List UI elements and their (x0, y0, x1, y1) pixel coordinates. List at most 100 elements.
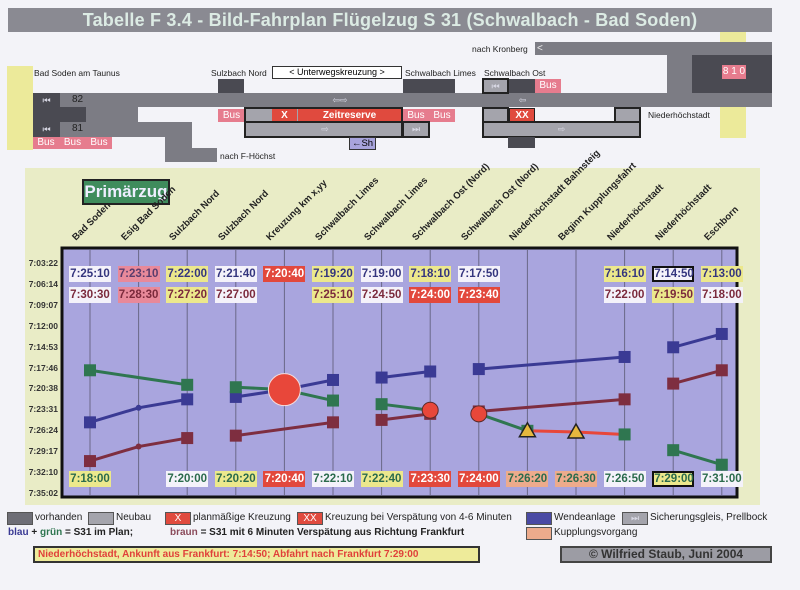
plot-background (60, 246, 739, 499)
data-point-marker (84, 455, 96, 468)
time-label: 7:23:30 (409, 471, 452, 487)
station-label-schwalbach-ost: Schwalbach Ost (484, 68, 546, 78)
time-label: 7:20:40 (263, 266, 306, 282)
y-tick-label: 7:23:31 (28, 404, 58, 415)
y-tick-label: 7:20:38 (28, 383, 58, 394)
platform-bad-soden (33, 107, 86, 122)
bus-stop: Bus (33, 137, 59, 149)
y-tick-label: 7:12:00 (28, 320, 58, 331)
crossing-marker (421, 401, 439, 419)
time-label: 7:19:20 (312, 266, 354, 282)
platform-schwalbach-ost (509, 79, 535, 93)
platform-schwalbach-ost-south (508, 137, 535, 148)
y-tick-label: 7:17:46 (28, 362, 58, 373)
time-label: 7:18:00 (69, 471, 111, 487)
time-label: 7:26:50 (603, 471, 646, 487)
station-label-schwalbach-limes: Schwalbach Limes (405, 68, 476, 78)
bus-stop: Bus (86, 137, 112, 149)
series-line-braun (672, 368, 723, 386)
bus-stop: Bus (403, 109, 429, 122)
time-label: 7:19:50 (652, 287, 695, 303)
bus-stop: Bus (218, 109, 245, 122)
data-point-marker (375, 371, 388, 384)
legend-gruen: grün (39, 527, 63, 538)
data-point-marker (181, 393, 194, 406)
time-label: 7:23:40 (457, 287, 500, 303)
track-hoechst (165, 137, 192, 162)
crossing-x: X (272, 109, 297, 122)
data-point-marker (618, 428, 631, 441)
time-label: 7:22:40 (360, 471, 403, 487)
coupling-marker (566, 422, 586, 439)
legend-delay-text: = S31 mit 6 Minuten Verspätung aus Richt… (200, 527, 465, 538)
crossing-marker (267, 373, 301, 407)
time-label: 7:18:10 (409, 266, 452, 282)
station-label-niederhoechstadt: Niederhöchstadt (648, 110, 710, 120)
y-tick-label: 7:32:10 (28, 467, 58, 478)
track-81 (33, 122, 192, 137)
legend-braun: braun (170, 527, 198, 538)
platform-schwalbach-limes (403, 79, 455, 93)
coupling-marker (518, 421, 537, 438)
y-tick-label: 7:29:17 (28, 446, 58, 457)
data-point-marker (181, 432, 194, 445)
time-label: 7:22:00 (166, 266, 209, 282)
time-label: 7:28:30 (117, 287, 160, 303)
series-line-braun (381, 412, 431, 422)
data-point-marker (375, 413, 388, 426)
legend-vorhanden: vorhanden (35, 512, 83, 523)
buffer-stop-icon: ⏮ (482, 78, 509, 94)
series-line-grün (478, 412, 528, 433)
shunting-signal: ←Sh (349, 137, 376, 150)
data-point-marker (327, 373, 339, 386)
y-tick-label: 7:26:24 (28, 425, 58, 436)
series-line-braun (235, 420, 334, 438)
legend-blau: blau (8, 527, 29, 538)
series-line-braun (478, 397, 625, 413)
legend-line-colors-plan: blau + grün = S31 im Plan; (8, 527, 133, 538)
data-point-marker (229, 381, 242, 394)
data-point-marker (618, 350, 631, 363)
legend-line-colors-delay: braun = S31 mit 6 Minuten Verspätung aus… (170, 527, 464, 538)
time-label: 7:20:20 (214, 471, 257, 487)
data-point-marker (229, 429, 242, 442)
y-tick-label: 7:14:53 (28, 341, 58, 352)
track-number-81: 81 (72, 123, 84, 134)
time-label: 7:19:00 (360, 266, 403, 282)
arrow-left-icon: < (537, 43, 543, 54)
bus-stop: Bus (429, 109, 455, 122)
data-point-dot (135, 443, 142, 450)
legend-neubau: Neubau (116, 512, 152, 523)
track-number-82: 82 (72, 94, 84, 105)
time-label: 7:20:00 (166, 471, 209, 487)
label-nach-f-hoechst: nach F-Höchst (220, 151, 276, 161)
series-line-grün (672, 448, 723, 467)
time-label: 7:14:50 (652, 266, 695, 282)
data-point-marker (715, 364, 728, 377)
time-label: 7:22:10 (312, 471, 354, 487)
data-point-marker (181, 378, 194, 391)
arrow-left-icon: ⇦ (518, 95, 527, 105)
note-niederhoechstadt: Niederhöchstadt, Ankunft aus Frankfurt: … (33, 546, 480, 563)
y-tick-label: 7:06:14 (28, 278, 58, 289)
y-tick-label: 7:09:07 (28, 299, 58, 310)
legend-kupplung: Kupplungsvorgang (554, 527, 638, 538)
time-label: 7:29:00 (652, 471, 695, 487)
station-label-sulzbach-nord: Sulzbach Nord (211, 68, 267, 78)
station-label-bad-soden: Bad Soden am Taunus (34, 68, 120, 78)
legend-swatch-kupplung (526, 527, 552, 540)
series-line-blau (672, 332, 723, 349)
legend-swatch-vorhanden (7, 512, 33, 525)
bus-stop: Bus (535, 79, 561, 93)
legend-swatch-neubau (88, 512, 114, 525)
time-label: 7:22:00 (603, 287, 646, 303)
data-point-marker (327, 416, 339, 429)
data-point-marker (715, 458, 728, 471)
platform-sulzbach-nord (218, 79, 244, 93)
legend-plan-text: = S31 im Plan; (64, 527, 134, 538)
time-label: 7:21:40 (214, 266, 257, 282)
data-point-marker (667, 377, 680, 390)
divider (244, 121, 403, 123)
y-tick-label: 7:35:02 (28, 488, 58, 498)
legend-swatch-prellbock: ⏭ (622, 512, 648, 525)
